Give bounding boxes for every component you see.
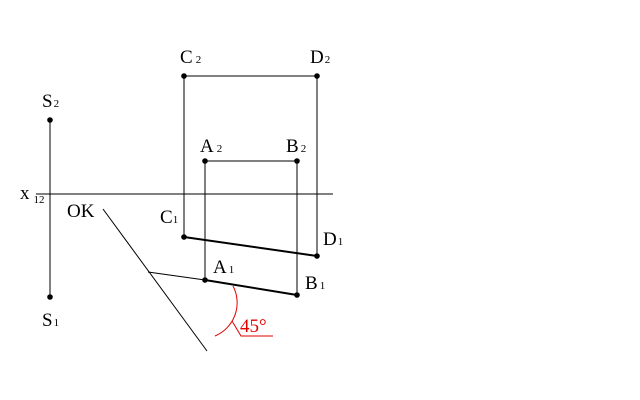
point-s1 [47,294,53,300]
label-c1: C1 [160,207,178,228]
angle-leader [231,320,273,337]
angle-value-label: 45° [240,316,267,337]
label-d2: D2 [310,47,330,68]
point-a2 [202,158,208,164]
point-s2 [47,117,53,123]
point-a1 [202,277,208,283]
label-s1: S1 [42,310,59,331]
a1-b1-segment [204,279,298,296]
point-c1 [181,234,187,240]
point-b1 [294,292,300,298]
point-b2 [294,158,300,164]
ok-helper-line [147,271,206,281]
cd-frontal-frame [183,75,318,256]
point-d2 [314,73,320,79]
ok-label: OK [67,201,95,222]
point-c2 [181,73,187,79]
ab-frontal-frame [204,160,298,295]
label-d1: D1 [323,229,343,250]
point-d1 [314,253,320,259]
angle-arc [214,285,238,337]
label-s2: S2 [42,91,59,112]
ok-line [102,208,208,352]
c1-d1-segment [183,236,318,257]
